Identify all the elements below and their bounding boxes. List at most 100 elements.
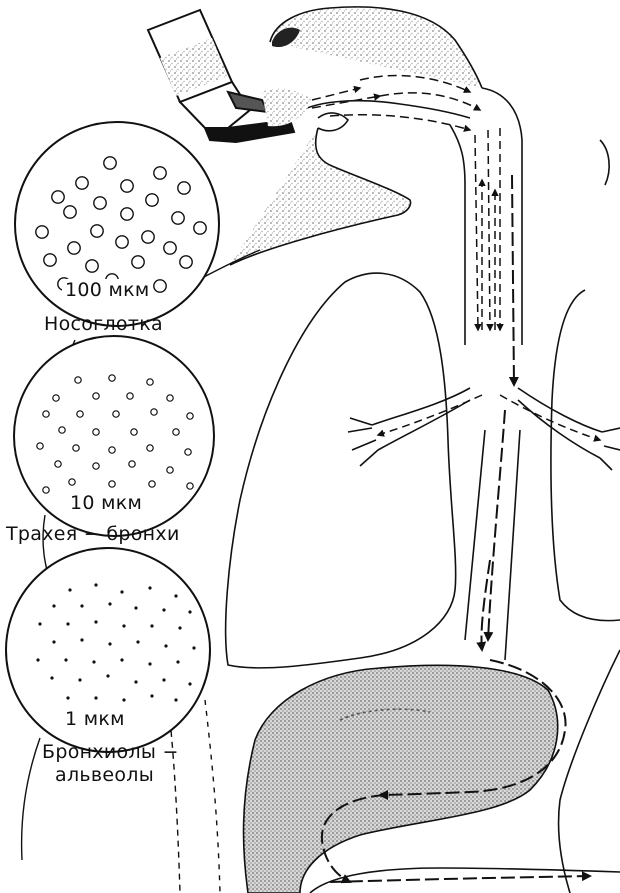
flow-throat-down-d	[512, 175, 514, 385]
medium-particle	[73, 445, 79, 451]
small-particle	[94, 696, 97, 699]
medium-particle	[93, 463, 99, 469]
nasal-cavity	[270, 7, 482, 88]
large-particle	[172, 212, 184, 224]
flow-right-bronchus	[500, 395, 600, 440]
small-particle	[162, 608, 165, 611]
small-particle	[92, 660, 95, 663]
right-body-outline	[600, 140, 609, 185]
large-particle	[94, 197, 106, 209]
esophagus	[465, 430, 520, 660]
small-particle	[162, 678, 165, 681]
small-particle	[164, 644, 167, 647]
bronchiole-tips-right	[600, 428, 620, 470]
medium-particle	[147, 445, 153, 451]
anatomy	[226, 7, 620, 893]
small-particle	[150, 694, 153, 697]
small-particle	[174, 698, 177, 701]
medium-particle	[109, 447, 115, 453]
large-particle	[91, 225, 103, 237]
small-particle	[66, 696, 69, 699]
medium-particle	[127, 393, 133, 399]
medium-particle	[69, 479, 75, 485]
large-particle	[180, 256, 192, 268]
flow-esophagus-b	[481, 560, 490, 650]
right-bronchus	[518, 388, 602, 458]
chin	[230, 128, 411, 265]
flow-esophagus	[488, 410, 505, 640]
region-label-bronchioles-line1: Бронхиолы −	[42, 741, 179, 763]
large-particle	[121, 208, 133, 220]
medium-particle	[187, 483, 193, 489]
small-particle	[68, 588, 71, 591]
small-particle	[106, 674, 109, 677]
small-particle	[148, 586, 151, 589]
particle-size-label-1: 1 мкм	[62, 708, 128, 730]
region-label-nasopharynx: Носоглотка	[44, 313, 163, 335]
flow-left-bronchus	[378, 395, 482, 435]
large-particle	[132, 256, 144, 268]
medium-particle	[167, 395, 173, 401]
large-particle	[146, 194, 158, 206]
medium-particle	[75, 377, 81, 383]
flow-throat-a	[475, 135, 478, 330]
flow-mouth-5	[330, 115, 470, 130]
medium-particle	[93, 393, 99, 399]
medium-particle	[173, 429, 179, 435]
small-particle	[94, 620, 97, 623]
small-particle	[36, 658, 39, 661]
large-particle	[154, 167, 166, 179]
large-particle	[44, 254, 56, 266]
medium-particle	[167, 467, 173, 473]
region-label-trachea-bronchi: Трахея − бронхи	[6, 523, 180, 545]
large-particle	[194, 222, 206, 234]
medium-particle	[129, 461, 135, 467]
large-particle	[86, 260, 98, 272]
large-particle	[76, 177, 88, 189]
small-particle	[52, 640, 55, 643]
small-particle	[50, 676, 53, 679]
right-lung	[551, 290, 620, 621]
medium-particle	[131, 429, 137, 435]
small-particle	[94, 583, 97, 586]
medium-particle	[43, 487, 49, 493]
small-particle	[120, 590, 123, 593]
large-particle	[178, 182, 190, 194]
medium-particle	[113, 411, 119, 417]
large-particle	[104, 157, 116, 169]
flow-throat-b	[488, 130, 490, 330]
small-particle	[188, 610, 191, 613]
small-particle	[78, 678, 81, 681]
small-particle	[66, 622, 69, 625]
left-lung	[226, 273, 456, 668]
flow-intestine	[330, 876, 590, 882]
medium-particle	[43, 411, 49, 417]
small-particle	[150, 624, 153, 627]
large-particle	[68, 242, 80, 254]
medium-particle	[149, 481, 155, 487]
small-particle	[108, 602, 111, 605]
medium-particle	[55, 461, 61, 467]
large-particle	[154, 280, 166, 292]
particle-size-label-100: 100 мкм	[62, 279, 153, 301]
small-particle	[122, 624, 125, 627]
stomach	[244, 665, 558, 893]
small-particle	[148, 662, 151, 665]
small-particle	[188, 682, 191, 685]
abdomen-outline	[558, 650, 620, 893]
small-particle	[52, 604, 55, 607]
left-bronchus	[372, 388, 470, 450]
medium-particle	[53, 395, 59, 401]
medium-particle	[59, 427, 65, 433]
small-particle	[134, 606, 137, 609]
small-particle	[178, 626, 181, 629]
small-particle	[80, 638, 83, 641]
small-particle	[64, 658, 67, 661]
small-particle	[176, 660, 179, 663]
medium-particle	[151, 409, 157, 415]
large-particle	[36, 226, 48, 238]
small-particle	[192, 646, 195, 649]
large-particle	[116, 236, 128, 248]
region-label-bronchioles-line2: альвеолы	[55, 764, 154, 786]
medium-particle	[77, 411, 83, 417]
